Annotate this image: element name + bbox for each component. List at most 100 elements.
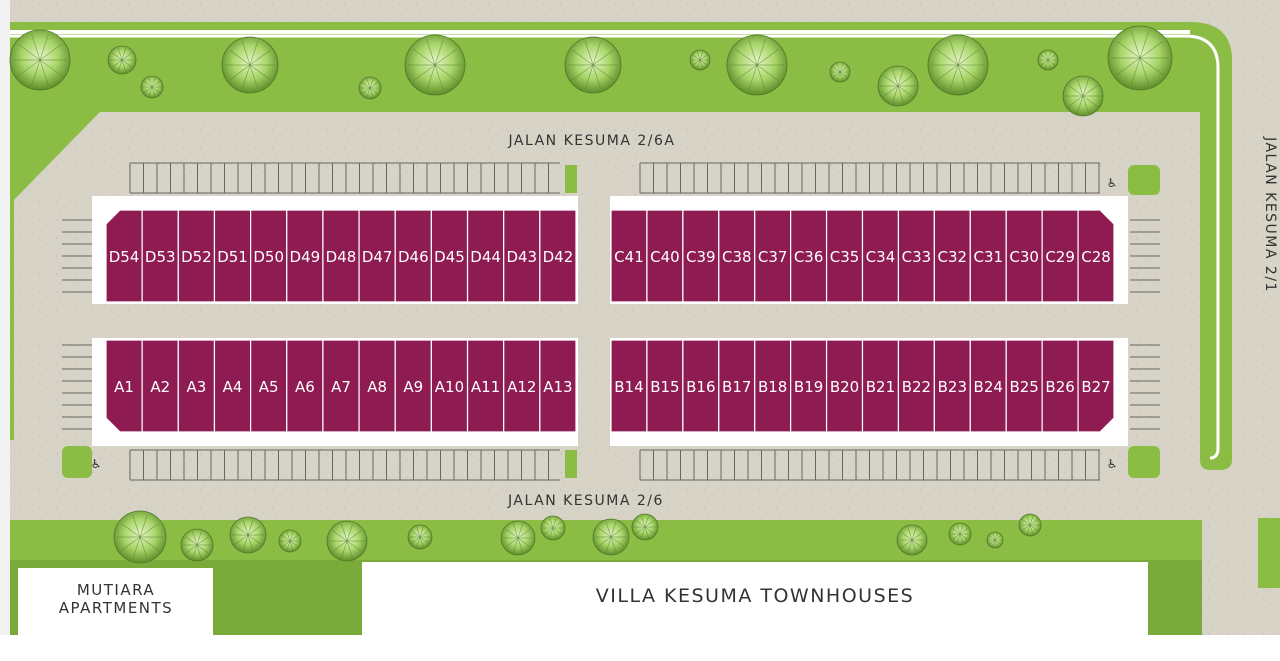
shop-lot-label: C30 [1009, 248, 1039, 266]
tree-icon [877, 65, 919, 107]
tree-icon [9, 29, 71, 91]
shop-lot-label: C28 [1081, 248, 1111, 266]
shop-lot-label: A13 [543, 378, 572, 396]
shop-lot-label: D44 [470, 248, 501, 266]
tree-icon [689, 49, 711, 71]
tree-icon [278, 529, 302, 553]
tree-icon [404, 34, 466, 96]
shop-lot-label: C40 [650, 248, 680, 266]
grass-corner-ne [1128, 165, 1160, 195]
shop-lot-label: A10 [435, 378, 464, 396]
tree-icon [948, 522, 972, 546]
shop-lot-label: A7 [331, 378, 351, 396]
parking-bays [62, 162, 1160, 481]
shop-lot-a13[interactable] [539, 339, 577, 433]
shop-lot-label: B15 [650, 378, 679, 396]
grass-corner-se [1128, 446, 1160, 478]
tree-icon [407, 524, 433, 550]
shop-lot-label: B24 [974, 378, 1003, 396]
tree-icon [1018, 513, 1042, 537]
trees [9, 25, 1173, 564]
shop-lot-label: B16 [686, 378, 715, 396]
site-pavement [10, 112, 1200, 505]
block-row-north-west: D54 D53 D52 D51 D50 D49 D48 D47 D46 D45 D44 D43 D42 [92, 196, 578, 304]
shop-lot-label: D50 [253, 248, 284, 266]
shop-lot-a1[interactable] [105, 339, 143, 433]
shop-lot-label: D45 [434, 248, 465, 266]
shop-lot-label: D43 [506, 248, 537, 266]
shop-lot-label: C37 [758, 248, 788, 266]
shop-lot-label: D54 [109, 248, 140, 266]
villa-kesuma-townhouses-building [362, 562, 1148, 635]
shop-lot-label: A3 [186, 378, 206, 396]
shop-lot-label: B21 [866, 378, 895, 396]
shop-lot-label: C33 [902, 248, 932, 266]
shop-lot-label: A12 [507, 378, 536, 396]
shop-lot-label: A9 [403, 378, 423, 396]
wheelchair-icon: ♿ [91, 457, 102, 471]
shop-lot-label: B14 [614, 378, 643, 396]
north-road-curb [10, 34, 1220, 460]
shop-lot-label: A8 [367, 378, 387, 396]
shop-lot-c28[interactable] [1077, 209, 1115, 303]
shop-lot-label: D48 [326, 248, 357, 266]
shop-lot-d54[interactable] [105, 209, 143, 303]
shop-lot-label: C31 [973, 248, 1003, 266]
shop-lot-d42[interactable] [539, 209, 577, 303]
shop-lot-b27[interactable] [1077, 339, 1115, 433]
shop-lot-label: C29 [1045, 248, 1075, 266]
villa-kesuma-townhouses-label: VILLA KESUMA TOWNHOUSES [596, 585, 914, 607]
tree-icon [113, 510, 167, 564]
east-grass-corner [1258, 518, 1280, 588]
north-road-edge [10, 30, 1190, 34]
shop-lot-label: C36 [794, 248, 824, 266]
shop-lot-label: C38 [722, 248, 752, 266]
shop-lot-label: B22 [902, 378, 931, 396]
road-label-east: JALAN KESUMA 2/1 [1262, 136, 1278, 293]
shop-lot-label: D53 [145, 248, 176, 266]
grass-corner-nw [565, 165, 577, 193]
shop-lot-label: B27 [1081, 378, 1110, 396]
tree-icon [326, 520, 368, 562]
left-border [0, 0, 10, 661]
bottom-white-band [0, 635, 1280, 661]
shop-lot-label: B19 [794, 378, 823, 396]
shop-lot-label: D46 [398, 248, 429, 266]
shop-lot-label: D47 [362, 248, 393, 266]
shop-lot-label: C34 [866, 248, 896, 266]
tree-icon [140, 75, 164, 99]
tree-icon [540, 515, 566, 541]
shop-lot-label: D52 [181, 248, 212, 266]
shop-lot-label: D51 [217, 248, 248, 266]
tree-icon [358, 76, 382, 100]
tree-icon [180, 528, 214, 562]
shop-lot-label: B17 [722, 378, 751, 396]
shop-lot-label: B26 [1045, 378, 1074, 396]
shop-lot-label: D42 [543, 248, 574, 266]
wheelchair-icon: ♿ [1107, 457, 1118, 471]
wheelchair-icon: ♿ [1107, 176, 1118, 190]
mutiara-apartments-label-line1: MUTIARA [77, 581, 155, 599]
tree-icon [986, 531, 1004, 549]
shop-lot-label: A4 [223, 378, 243, 396]
shop-lot-label: A5 [259, 378, 279, 396]
tree-icon [896, 524, 928, 556]
tree-icon [927, 34, 989, 96]
tree-icon [564, 36, 622, 94]
tree-icon [631, 513, 659, 541]
tree-icon [107, 45, 137, 75]
shop-lot-label: A1 [114, 378, 134, 396]
road-label-south: JALAN KESUMA 2/6 [507, 493, 664, 509]
shop-lot-label: D49 [290, 248, 321, 266]
grass-corner-sw [62, 446, 92, 478]
shop-lot-label: A6 [295, 378, 315, 396]
tree-icon [229, 516, 267, 554]
shop-lot-label: B18 [758, 378, 787, 396]
tree-icon [500, 520, 536, 556]
shop-lot-label: A11 [471, 378, 500, 396]
tree-icon [726, 34, 788, 96]
shop-lot-label: A2 [150, 378, 170, 396]
